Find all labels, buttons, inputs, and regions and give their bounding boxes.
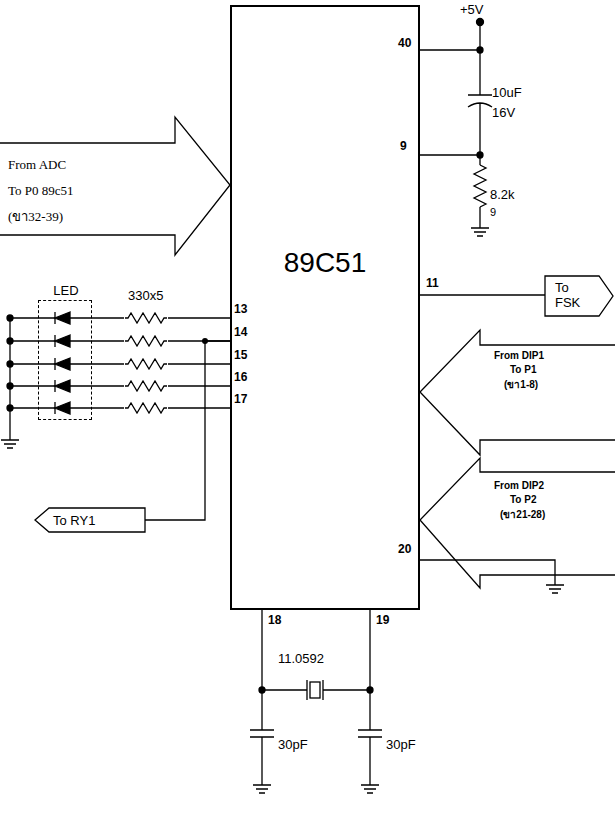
pin-number: 14	[234, 326, 247, 339]
pin-number: 11	[426, 277, 439, 290]
schematic-label: To P0 89c51	[8, 184, 74, 198]
schematic-label: (ขา32-39)	[8, 210, 63, 224]
bus-arrow	[420, 330, 615, 455]
bus-arrow	[0, 117, 230, 255]
pin-number: 16	[234, 371, 247, 384]
pin-number: 19	[376, 614, 389, 627]
pin-number: 9	[490, 206, 496, 218]
schematic-label: 10uF	[492, 86, 522, 100]
power-reset-circuit	[420, 19, 492, 237]
schematic-label: From ADC	[8, 158, 66, 172]
output-tag: To FSK	[545, 276, 613, 316]
schematic-label: From DIP1	[494, 350, 544, 361]
pin-number: 18	[268, 614, 281, 627]
bus-arrow	[420, 458, 615, 588]
group-heading: LED	[53, 283, 78, 298]
led-bank	[1, 312, 92, 448]
pin-number: 20	[398, 543, 411, 556]
node-label: To FSK	[555, 281, 595, 311]
resistor-symbol	[124, 379, 168, 393]
wire	[420, 294, 545, 295]
schematic-label: (ขา1-8)	[504, 379, 538, 390]
resistor-symbol	[124, 334, 168, 348]
schematic-label: 30pF	[278, 738, 308, 752]
junction-dot	[202, 338, 208, 344]
microcontroller-chip: 89C51	[230, 5, 420, 610]
crystal-circuit	[250, 610, 382, 793]
schematic-label: (ขา21-28)	[500, 509, 545, 520]
node-label: 89C51	[284, 247, 367, 279]
pin-number: 40	[398, 37, 411, 50]
schematic-label: 8.2k	[490, 188, 515, 202]
node-label: To RY1	[53, 513, 95, 528]
schematic-label: To P2	[510, 494, 536, 505]
resistor-symbol	[124, 357, 168, 371]
schematic-label: 16V	[492, 106, 515, 120]
schematic-label: From DIP2	[494, 480, 544, 491]
schematic-label: +5V	[460, 3, 484, 17]
resistor-symbol	[124, 311, 168, 325]
pin-number: 13	[234, 303, 247, 316]
led-group: LED	[38, 300, 92, 420]
schematic-label: 330x5	[128, 289, 163, 303]
schematic-label: To P1	[510, 364, 536, 375]
resistor-symbol	[474, 165, 486, 207]
pin-number: 9	[400, 140, 407, 153]
pin-number: 17	[234, 393, 247, 406]
schematic-label: 30pF	[386, 738, 416, 752]
schematic-label: 11.0592	[278, 652, 324, 666]
resistor-symbol	[124, 401, 168, 415]
pin-number: 15	[234, 349, 247, 362]
output-tag: To RY1	[35, 508, 145, 532]
